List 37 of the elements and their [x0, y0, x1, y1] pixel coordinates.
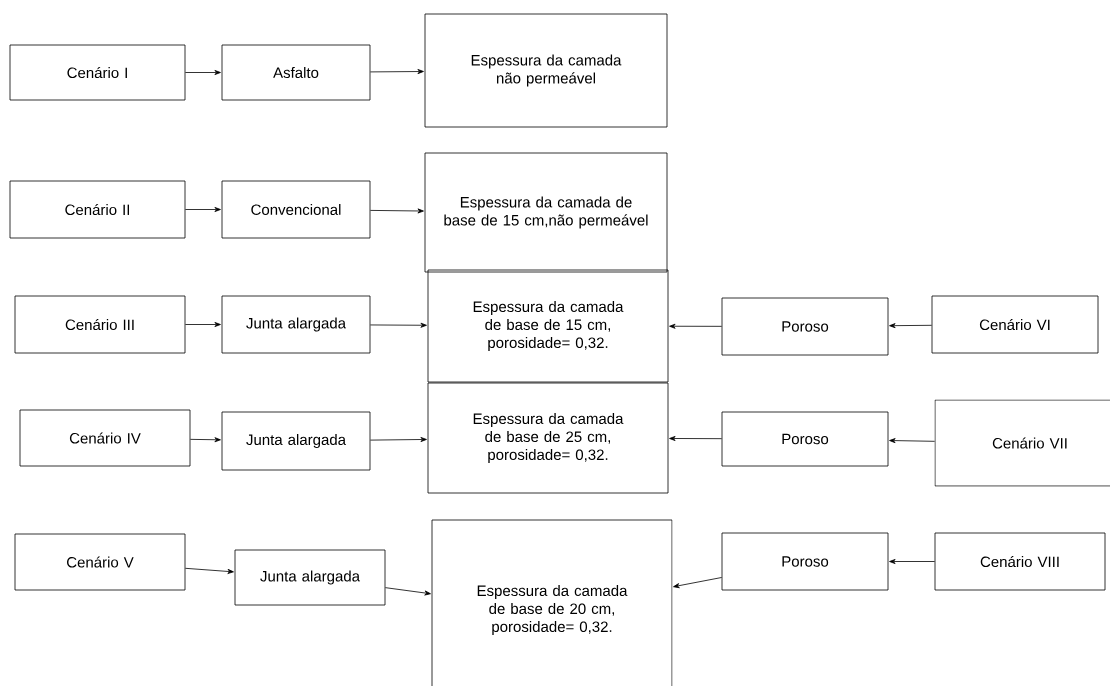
- process-box: Junta alargada: [221, 411, 371, 471]
- process-box: Poroso: [721, 297, 889, 356]
- arrow: [185, 70, 221, 75]
- process-box: Cenário V: [14, 533, 186, 591]
- arrow: [370, 437, 427, 442]
- process-box: Cenário IV: [19, 409, 191, 467]
- arrow: [185, 207, 221, 212]
- arrow: [673, 577, 722, 589]
- arrow: [185, 567, 234, 574]
- process-box: Junta alargada: [234, 549, 386, 606]
- arrow: [370, 322, 427, 328]
- process-box: Espessura da camada de base de 15 cm,não permeável: [424, 152, 668, 273]
- arrow: [669, 323, 722, 329]
- process-box: Espessura da camada de base de 15 cm, porosidade= 0,32.: [427, 269, 669, 383]
- arrow: [889, 438, 935, 444]
- arrow: [669, 436, 722, 441]
- process-box: Cenário I: [9, 44, 186, 101]
- arrow: [190, 437, 221, 443]
- arrow: [889, 559, 935, 564]
- process-box: Poroso: [721, 532, 889, 591]
- process-box: Espessura da camada não permeável: [424, 13, 668, 128]
- process-box: Espessura da camada de base de 25 cm, porosidade= 0,32.: [427, 382, 669, 494]
- process-box: Espessura da camada de base de 20 cm, porosidade= 0,32.: [431, 519, 673, 686]
- process-box: Cenário VI: [931, 295, 1099, 354]
- process-box: Asfalto: [221, 44, 371, 101]
- arrow: [185, 322, 221, 327]
- process-box: Convencional: [221, 180, 371, 239]
- arrow: [370, 208, 424, 214]
- process-box: Junta alargada: [221, 295, 371, 354]
- process-box: Cenário III: [14, 295, 186, 354]
- arrow: [370, 69, 424, 75]
- process-box: Poroso: [721, 411, 889, 467]
- arrow: [385, 587, 431, 596]
- process-box: Cenário VIII: [934, 532, 1106, 591]
- process-box: Cenário VII: [934, 399, 1110, 487]
- process-box: Cenário II: [9, 180, 186, 239]
- arrow: [889, 323, 932, 329]
